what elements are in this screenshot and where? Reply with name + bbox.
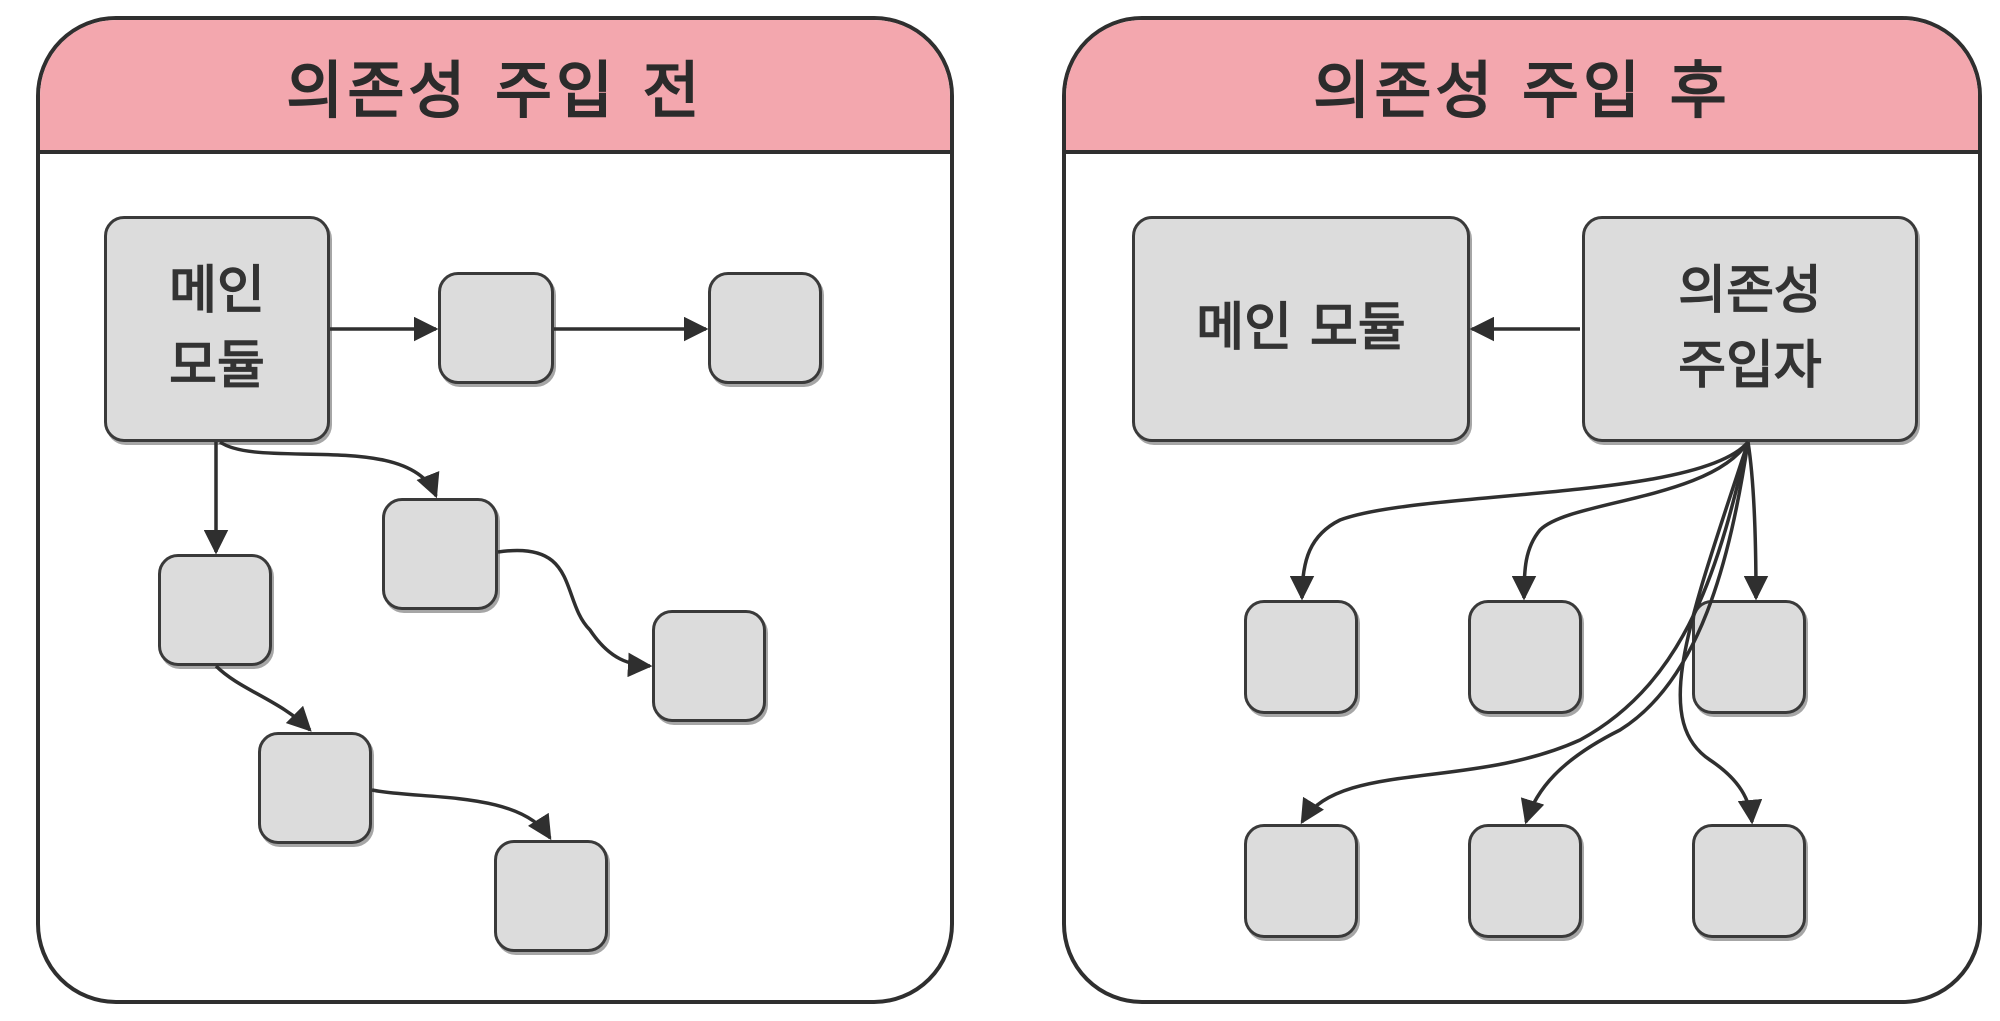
module-node [1244,600,1358,714]
module-node [1692,600,1806,714]
module-node [708,272,822,384]
main-module-label-before: 메인 모듈 [169,260,265,396]
dependency-injector-label: 의존성 주입자 [1678,260,1822,396]
panel-before-injection: 의존성 주입 전 [36,16,954,1004]
module-node [258,732,372,844]
dependency-injector-node: 의존성 주입자 [1582,216,1918,442]
module-node [494,840,608,952]
panel-title-before: 의존성 주입 전 [40,20,950,154]
module-node [382,498,498,610]
main-module-node-before: 메인 모듈 [104,216,330,442]
module-node [1468,600,1582,714]
module-node [1244,824,1358,938]
module-node [158,554,272,666]
module-node [1692,824,1806,938]
module-node [438,272,554,384]
main-module-label-after: 메인 모듈 [1196,298,1406,359]
module-node [1468,824,1582,938]
module-node [652,610,766,722]
panel-title-after: 의존성 주입 후 [1066,20,1978,154]
main-module-node-after: 메인 모듈 [1132,216,1470,442]
